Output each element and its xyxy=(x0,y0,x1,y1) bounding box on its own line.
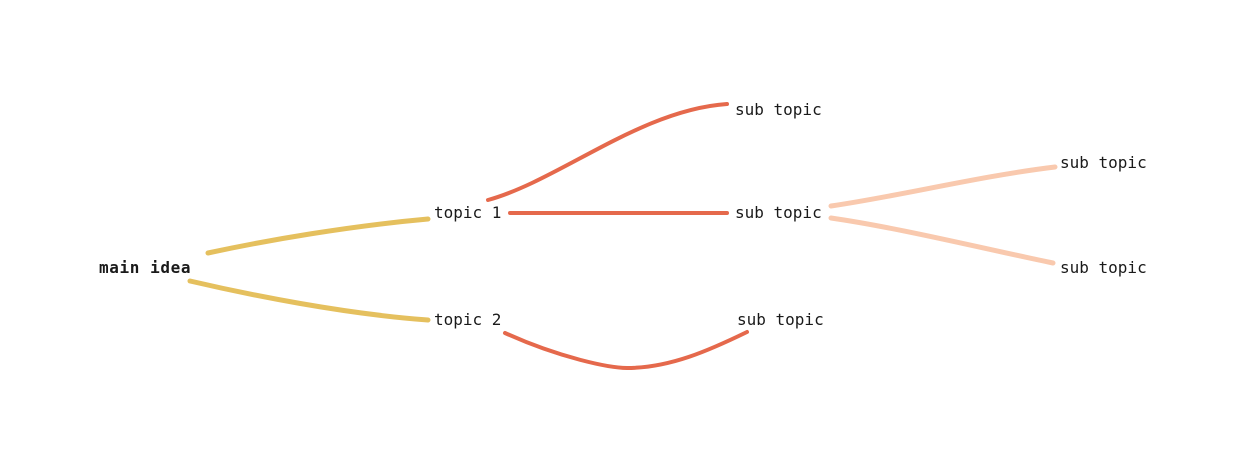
branch-sub-mid-to-right-lower xyxy=(828,215,1056,266)
branch-sub-mid-to-right-upper xyxy=(828,164,1058,209)
node-sub-topic-right-upper: sub topic xyxy=(1060,153,1147,172)
branch-topic2-to-sub-bottom xyxy=(503,330,749,371)
branch-topic1-to-sub-top xyxy=(486,102,729,202)
node-main-idea: main idea xyxy=(99,258,192,277)
node-sub-topic-top: sub topic xyxy=(735,100,822,119)
node-sub-topic-right-lower: sub topic xyxy=(1060,258,1147,277)
branch-root-to-topic2 xyxy=(187,278,431,323)
node-topic-2: topic 2 xyxy=(434,310,502,329)
node-sub-topic-bottom: sub topic xyxy=(737,310,824,329)
branch-root-to-topic1 xyxy=(205,216,431,256)
node-sub-topic-middle: sub topic xyxy=(735,203,822,222)
node-topic-1: topic 1 xyxy=(434,203,502,222)
